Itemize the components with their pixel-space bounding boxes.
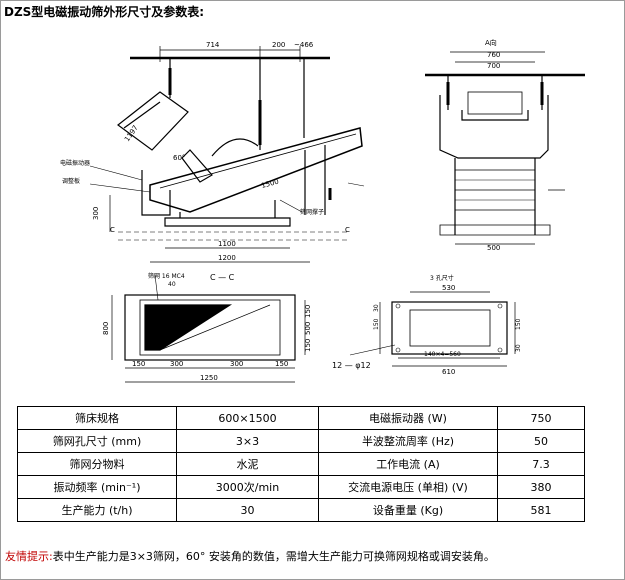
param-name: 设备重量 (Kg): [318, 498, 498, 522]
side-view: [425, 51, 585, 245]
section-label-cc: C — C: [210, 273, 235, 282]
dim-1200: 1200: [218, 254, 236, 262]
front-view: [89, 46, 365, 263]
dim-plan-500: 500: [304, 322, 312, 335]
table-row: 筛床规格 600×1500 电磁振动器 (W) 750: [17, 406, 585, 430]
dim-610: 610: [442, 368, 455, 376]
param-name: 半波整流周率 (Hz): [318, 429, 498, 453]
dim-500: 500: [487, 244, 500, 252]
dim-plan-150a: 150: [132, 360, 145, 368]
param-value: 30: [176, 498, 319, 522]
spec-table: 筛床规格 600×1500 电磁振动器 (W) 750 筛网孔尺寸 (mm) 3…: [17, 406, 585, 522]
detail-view: [349, 291, 516, 367]
param-value: 600×1500: [176, 406, 319, 430]
param-value: 3000次/min: [176, 475, 319, 499]
tip-label: 友情提示:: [5, 550, 53, 563]
dim-466: ~466: [294, 41, 314, 49]
dim-side-30a: 30: [373, 304, 380, 312]
param-value: 380: [497, 475, 585, 499]
plan-view: [111, 274, 306, 383]
dim-plan-800: 800: [102, 322, 110, 335]
callout-vibrator: 电磁振动器: [60, 159, 90, 167]
page-title: DZS型电磁振动筛外形尺寸及参数表:: [4, 5, 205, 19]
dim-plan-1250: 1250: [200, 374, 218, 382]
dim-714: 714: [206, 41, 220, 49]
param-name: 交流电源电压 (单相) (V): [318, 475, 498, 499]
dim-plan-300a: 300: [170, 360, 183, 368]
dim-side-150a: 150: [373, 318, 380, 330]
callout-mesh: 筛网 16 MC4: [148, 272, 185, 280]
param-name: 工作电流 (A): [318, 452, 498, 476]
dim-angle: 60°: [173, 154, 185, 162]
dim-760: 760: [487, 51, 500, 59]
callout-screen-support: 筛网撑子: [300, 208, 324, 216]
dim-side-150b: 150: [515, 318, 522, 330]
param-name: 筛床规格: [17, 406, 177, 430]
dim-560: 140×4=560: [424, 351, 461, 358]
dim-200: 200: [272, 41, 285, 49]
table-row: 筛网分物料 水泥 工作电流 (A) 7.3: [17, 452, 585, 476]
dim-holes: 12 — φ12: [332, 361, 371, 370]
dim-1500: 1500: [260, 178, 279, 190]
dim-side-30b: 30: [515, 344, 522, 352]
dim-1100: 1100: [218, 240, 236, 248]
callout-mesh-dim: 40: [168, 281, 176, 288]
param-value: 水泥: [176, 452, 319, 476]
table-row: 筛网孔尺寸 (mm) 3×3 半波整流周率 (Hz) 50: [17, 429, 585, 453]
section-c-right: C: [345, 226, 350, 234]
callout-adjust-plate: 调整板: [62, 177, 80, 185]
dim-plan-300b: 300: [230, 360, 243, 368]
tip-text: 表中生产能力是3×3筛网，60° 安装角的数值，需增大生产能力可换筛网规格或调安…: [52, 550, 495, 563]
technical-drawing: 714 200 ~466 1197 60° 1500 300 1100 1200…: [60, 38, 585, 383]
tip-note: 友情提示:表中生产能力是3×3筛网，60° 安装角的数值，需增大生产能力可换筛网…: [5, 548, 495, 564]
param-name: 筛网孔尺寸 (mm): [17, 429, 177, 453]
table-row: 振动频率 (min⁻¹) 3000次/min 交流电源电压 (单相) (V) 3…: [17, 475, 585, 499]
dim-plan-150d: 150: [304, 339, 312, 352]
param-name: 生产能力 (t/h): [17, 498, 177, 522]
dim-300: 300: [92, 207, 100, 220]
param-name: 电磁振动器 (W): [318, 406, 498, 430]
view-label-a: A向: [485, 38, 497, 47]
section-c-left: C: [110, 226, 115, 234]
param-value: 750: [497, 406, 585, 430]
detail-label: 3 孔尺寸: [430, 274, 454, 282]
dim-530: 530: [442, 284, 455, 292]
dim-700: 700: [487, 62, 500, 70]
dim-plan-150c: 150: [304, 305, 312, 318]
param-name: 筛网分物料: [17, 452, 177, 476]
param-name: 振动频率 (min⁻¹): [17, 475, 177, 499]
param-value: 581: [497, 498, 585, 522]
dim-plan-150b: 150: [275, 360, 288, 368]
table-row: 生产能力 (t/h) 30 设备重量 (Kg) 581: [17, 498, 585, 522]
param-value: 7.3: [497, 452, 585, 476]
param-value: 3×3: [176, 429, 319, 453]
param-value: 50: [497, 429, 585, 453]
